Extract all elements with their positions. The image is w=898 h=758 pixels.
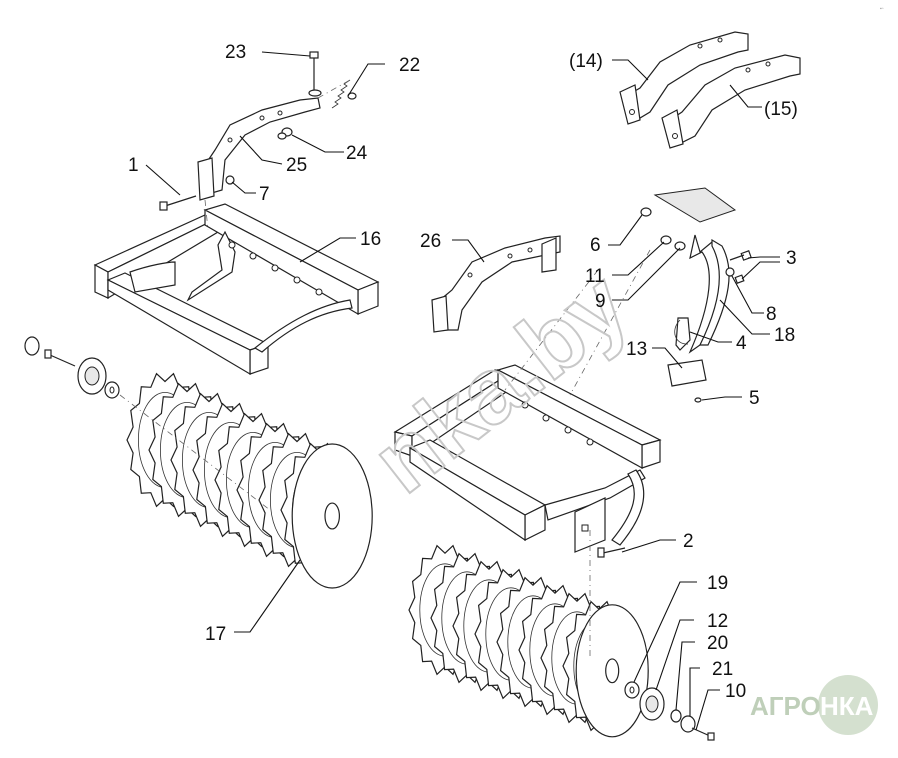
roller-right — [408, 544, 649, 738]
spring-22 — [331, 79, 357, 109]
bolt-23 — [308, 51, 322, 97]
callout-16: 16 — [360, 229, 381, 250]
arm-25 — [197, 97, 321, 201]
right-hub-parts — [624, 681, 715, 741]
nut-24 — [277, 127, 293, 140]
callout-17: 17 — [205, 624, 226, 645]
callout-13: 13 — [626, 339, 647, 360]
callout-4: 4 — [736, 333, 747, 354]
callout-24: 24 — [346, 143, 368, 164]
callout-5: 5 — [749, 388, 760, 409]
callout-12: 12 — [707, 611, 728, 632]
callout-22: 22 — [399, 55, 420, 76]
callout-2: 2 — [683, 531, 694, 552]
bolt-1 — [159, 195, 197, 211]
center-line — [204, 199, 209, 231]
callout-labels: 23 22 24 25 1 7 16 26 6 11 9 3 8 18 4 13… — [128, 42, 798, 702]
center-line — [504, 269, 599, 391]
bracket-26 — [431, 235, 561, 333]
bracket-15 — [661, 54, 801, 149]
corner-mark: ▪▫ — [880, 6, 884, 12]
center-line — [119, 394, 271, 511]
callout-7: 7 — [259, 184, 270, 205]
scraper-assembly — [640, 187, 752, 403]
logo-right-text: НКА — [820, 691, 874, 721]
callout-19: 19 — [707, 573, 728, 594]
brand-logo: АГРО НКА — [750, 675, 878, 735]
callout-26: 26 — [420, 231, 441, 252]
left-hub-parts — [24, 336, 120, 399]
callout-10: 10 — [725, 681, 746, 702]
frame-16 — [93, 203, 380, 376]
callout-6: 6 — [590, 235, 601, 256]
logo-left-text: АГРО — [750, 691, 821, 721]
roller-17 — [126, 372, 373, 589]
callout-1: 1 — [128, 155, 139, 176]
callout-11: 11 — [585, 266, 605, 287]
callout-25: 25 — [286, 155, 307, 176]
leader-lines — [145, 51, 780, 731]
callout-20: 20 — [707, 633, 728, 654]
callout-23: 23 — [225, 42, 246, 63]
callout-8: 8 — [766, 304, 777, 325]
center-line — [569, 249, 651, 396]
callout-9: 9 — [595, 291, 606, 312]
callout-18: 18 — [774, 325, 795, 346]
callout-14: (14) — [569, 51, 603, 72]
callout-15: (15) — [764, 99, 798, 120]
center-line — [317, 79, 351, 99]
bracket-14 — [619, 31, 749, 125]
callout-3: 3 — [786, 248, 797, 269]
callout-21: 21 — [712, 659, 733, 680]
frame-right — [393, 364, 662, 558]
